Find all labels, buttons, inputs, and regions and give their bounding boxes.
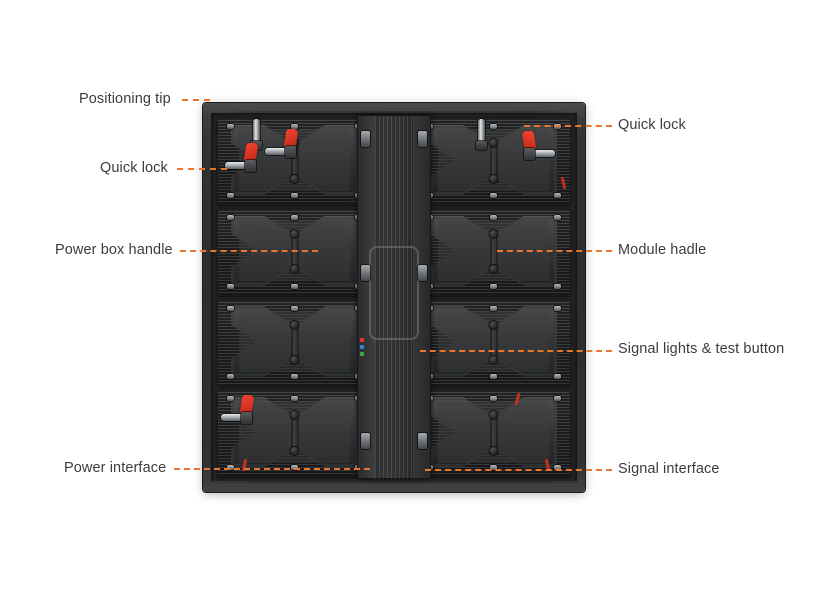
spine-clip bbox=[418, 131, 427, 147]
leader-line-power-box-handle bbox=[180, 250, 318, 252]
module-column-right bbox=[416, 117, 571, 477]
leader-line-signal-interface bbox=[425, 469, 612, 471]
blue-indicator-icon bbox=[360, 345, 364, 349]
quick-lock-pivot bbox=[241, 412, 252, 425]
module-screw bbox=[291, 305, 298, 311]
spine-clip bbox=[418, 265, 427, 281]
leader-line-signal-lights bbox=[420, 350, 612, 352]
module-handle[interactable] bbox=[491, 416, 496, 450]
module-screw bbox=[554, 465, 561, 470]
callout-label-quick-lock-left: Quick lock bbox=[100, 160, 168, 176]
quick-lock-lever[interactable] bbox=[265, 129, 299, 159]
module-screw bbox=[291, 396, 298, 402]
quick-lock-lever[interactable] bbox=[221, 395, 255, 425]
module-screw bbox=[554, 283, 561, 289]
module-screw bbox=[490, 374, 497, 380]
led-module[interactable] bbox=[217, 298, 372, 387]
quick-lock-lever[interactable] bbox=[521, 131, 555, 161]
module-handle[interactable] bbox=[491, 325, 496, 360]
positioning-pin bbox=[476, 119, 487, 150]
module-screw bbox=[227, 465, 234, 470]
module-screw bbox=[227, 124, 234, 129]
quick-lock-pivot bbox=[524, 148, 535, 160]
power-box-handle[interactable] bbox=[369, 246, 419, 341]
module-screw bbox=[227, 305, 234, 311]
callout-label-signal-interface: Signal interface bbox=[618, 461, 720, 477]
quick-lock-arm bbox=[265, 148, 291, 155]
leader-line-power-interface bbox=[174, 468, 370, 470]
red-marker bbox=[560, 176, 567, 189]
callout-label-signal-lights-test-button: Signal lights & test button bbox=[618, 341, 785, 357]
module-screw bbox=[490, 192, 497, 198]
leader-line-quick-lock-right bbox=[524, 125, 612, 127]
led-module[interactable] bbox=[416, 389, 571, 477]
module-screw bbox=[490, 214, 497, 220]
leader-line-module-handle bbox=[497, 250, 612, 252]
module-screw bbox=[291, 124, 298, 129]
quick-lock-lever[interactable] bbox=[225, 143, 259, 173]
quick-lock-pivot bbox=[285, 146, 296, 158]
module-screw bbox=[291, 192, 298, 198]
positioning-pin bbox=[251, 119, 262, 150]
module-handle[interactable] bbox=[491, 234, 496, 269]
power-box-spine[interactable] bbox=[357, 115, 431, 479]
module-screw bbox=[554, 214, 561, 220]
led-module[interactable] bbox=[217, 389, 372, 477]
led-module[interactable] bbox=[416, 298, 571, 387]
callout-label-module-handle: Module hadle bbox=[618, 242, 707, 258]
leader-line-positioning-tip bbox=[182, 99, 210, 101]
led-module[interactable] bbox=[416, 117, 571, 205]
module-screw bbox=[227, 374, 234, 380]
module-screw bbox=[490, 305, 497, 311]
module-screw bbox=[554, 305, 561, 311]
module-screw bbox=[291, 283, 298, 289]
module-handle[interactable] bbox=[292, 144, 297, 178]
signal-lights-cluster bbox=[360, 338, 365, 359]
module-screw bbox=[291, 374, 298, 380]
led-cabinet bbox=[203, 103, 585, 492]
frame-highlight-bottom bbox=[211, 481, 577, 483]
quick-lock-pivot bbox=[245, 160, 256, 172]
power-box-ribs bbox=[375, 115, 413, 479]
module-screw bbox=[227, 396, 234, 402]
module-screw bbox=[490, 283, 497, 289]
module-screw bbox=[227, 283, 234, 289]
module-screw bbox=[291, 214, 298, 220]
spine-clip bbox=[361, 131, 370, 147]
spine-clip bbox=[361, 433, 370, 449]
cabinet-inner-frame bbox=[211, 111, 577, 483]
module-screw bbox=[490, 124, 497, 129]
module-screw bbox=[554, 396, 561, 402]
module-screw bbox=[490, 465, 497, 470]
module-column-left bbox=[217, 117, 372, 477]
green-indicator-icon bbox=[360, 352, 364, 356]
module-handle[interactable] bbox=[292, 325, 297, 360]
module-screw bbox=[227, 192, 234, 198]
spine-clip bbox=[418, 433, 427, 449]
quick-lock-arm bbox=[221, 414, 247, 422]
red-indicator-icon bbox=[360, 338, 364, 342]
module-screw bbox=[227, 214, 234, 220]
module-handle[interactable] bbox=[292, 416, 297, 450]
frame-highlight-top bbox=[211, 111, 577, 113]
callout-label-power-box-handle: Power box handle bbox=[55, 242, 173, 258]
module-screw bbox=[554, 374, 561, 380]
led-module[interactable] bbox=[217, 117, 372, 205]
quick-lock-arm bbox=[225, 162, 251, 169]
module-handle[interactable] bbox=[491, 144, 496, 178]
callout-label-positioning-tip: Positioning tip bbox=[79, 91, 171, 107]
module-screw bbox=[490, 396, 497, 402]
module-screw bbox=[554, 192, 561, 198]
spine-clip bbox=[361, 265, 370, 281]
leader-line-quick-lock-left bbox=[177, 168, 227, 170]
callout-label-power-interface: Power interface bbox=[64, 460, 167, 476]
callout-label-quick-lock-right: Quick lock bbox=[618, 117, 686, 133]
module-screw bbox=[291, 465, 298, 470]
